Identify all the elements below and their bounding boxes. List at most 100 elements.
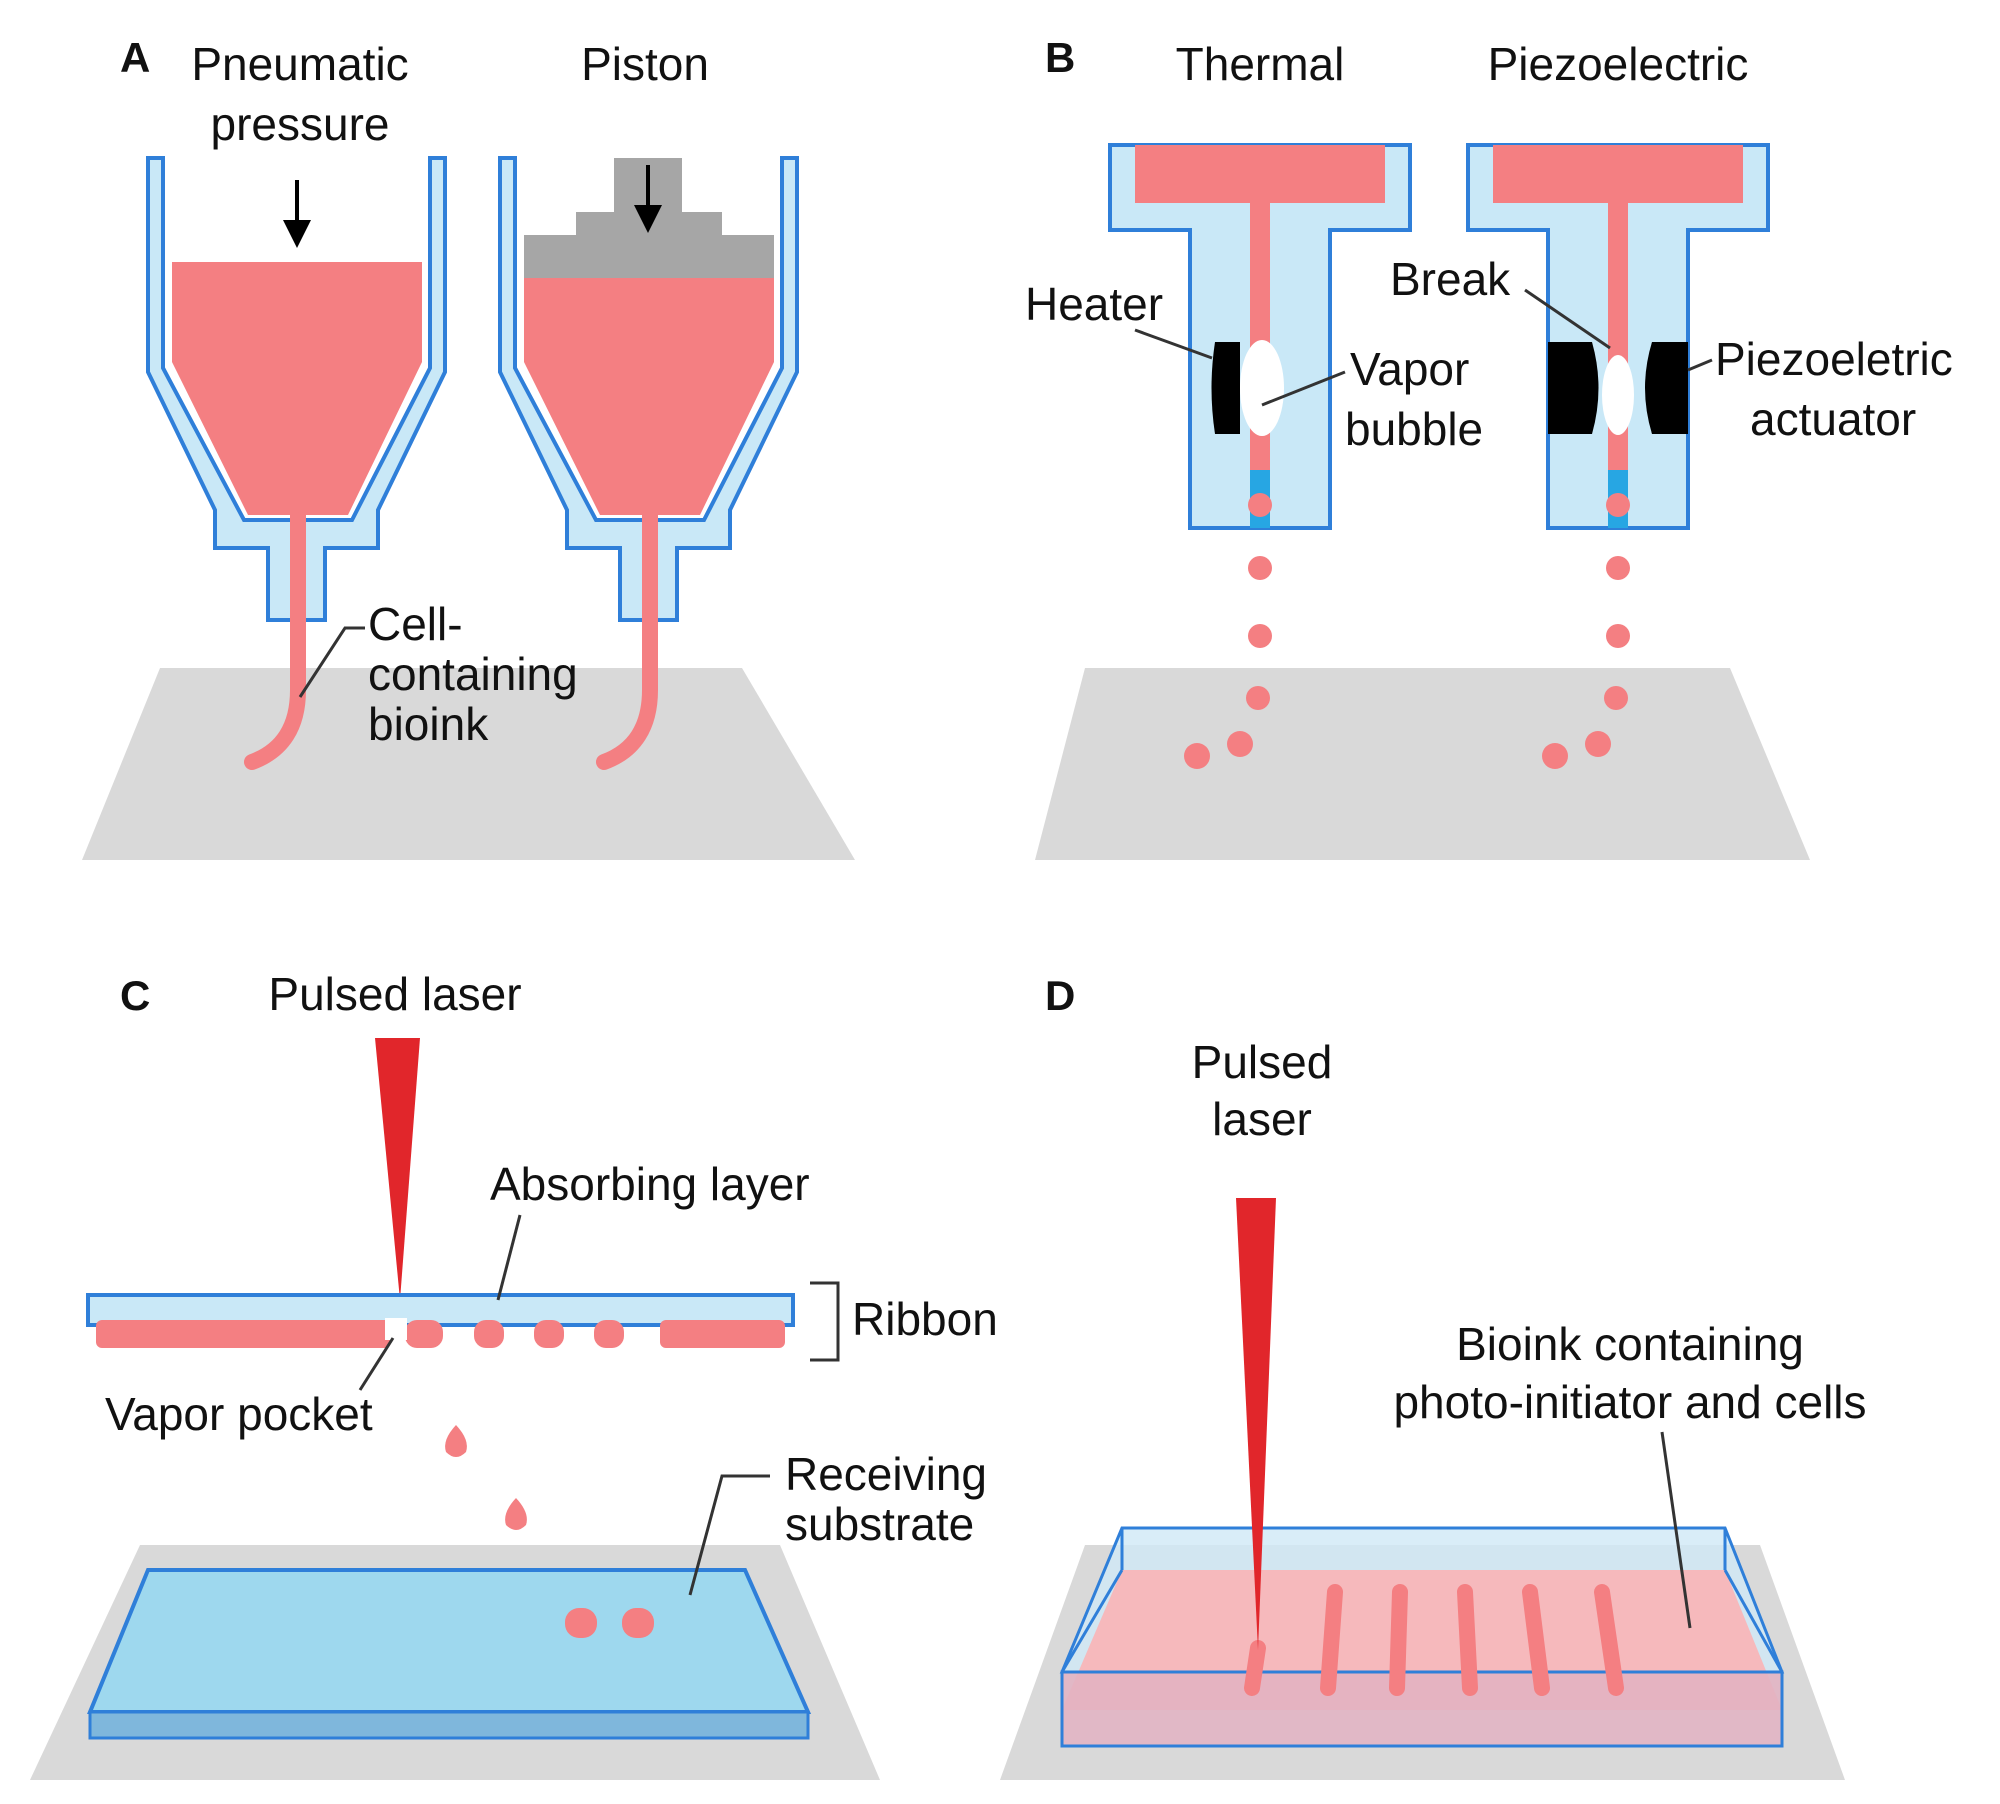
vapor-pocket-label: Vapor pocket [105, 1388, 373, 1440]
bioink-d-leader-line [1660, 1431, 1692, 1629]
crosslinked-strand [1320, 1584, 1343, 1696]
bioink-d-label-line2: photo-initiator and cells [1393, 1376, 1866, 1428]
laser-beam-d [1236, 1198, 1276, 1650]
pneumatic-title-line1: Pneumatic [191, 38, 408, 90]
bioink-label-line1: Cell- [368, 598, 463, 650]
piston-nozzle-body [498, 156, 799, 622]
piezo-actuator-right-icon [1645, 342, 1688, 434]
ribbon-bracket [810, 1281, 840, 1362]
heater-leader-line [1134, 328, 1213, 360]
piezo-nozzle-droplet [1606, 493, 1630, 517]
stage-b [1035, 668, 1810, 860]
laser-c-label: Pulsed laser [268, 968, 521, 1020]
thermal-head [1108, 143, 1412, 769]
receiving-substrate-top [87, 1568, 812, 1714]
piezo-droplet [1606, 624, 1630, 648]
piezo-actuator-left-icon [1548, 342, 1599, 434]
vapor-leader-line [1261, 370, 1346, 407]
piezo-title: Piezoelectric [1488, 38, 1749, 90]
ejected-droplet [445, 1425, 467, 1457]
heater-icon [1211, 342, 1240, 434]
ribbon-bioink-right [660, 1320, 785, 1348]
thermal-droplet [1248, 624, 1272, 648]
piston-bioink-strand [596, 512, 658, 770]
absorbing-leader-line [496, 1214, 522, 1301]
break-label: Break [1390, 253, 1511, 305]
piezo-reservoir [1493, 145, 1743, 203]
ribbon-bioink-segment [405, 1320, 443, 1348]
ribbon-label: Ribbon [852, 1293, 998, 1345]
thermal-deposited-droplet [1184, 743, 1210, 769]
ribbon-bioink-segment [534, 1320, 564, 1348]
tank-edge [1723, 1569, 1784, 1673]
pneumatic-title-line2: pressure [211, 98, 390, 150]
vapor-label-line2: bubble [1345, 403, 1483, 455]
piston-syringe [498, 156, 799, 770]
tank-edge [1060, 1569, 1124, 1673]
vapor-label-line1: Vapor [1350, 343, 1469, 395]
vapor-pocket-leader-line [358, 1337, 395, 1391]
bioink-label-line2: containing [368, 648, 578, 700]
thermal-reservoir [1135, 145, 1385, 203]
crosslinked-strand [1389, 1584, 1408, 1696]
substrate-label-line2: substrate [785, 1498, 974, 1550]
piston-bioink [524, 278, 774, 540]
bioink-label-line3: bioink [368, 698, 489, 750]
piezo-deposited-droplet [1542, 743, 1568, 769]
thermal-nozzle-droplet [1248, 493, 1272, 517]
stage-a [82, 668, 855, 860]
absorbing-label: Absorbing layer [490, 1158, 810, 1210]
break-leader-line [1524, 288, 1611, 350]
panel-a-letter: A [120, 34, 150, 81]
panel-b: B Thermal Piezoelectric Heater Vapor bub… [1025, 34, 1953, 860]
laser-beam-c [375, 1038, 420, 1300]
pneumatic-bioink-strand [244, 512, 306, 770]
vapor-bubble [1240, 340, 1284, 436]
laser-d-label-line2: laser [1212, 1093, 1312, 1145]
panel-d: D Pulsed laser Bioink containing photo-i… [1000, 972, 1867, 1780]
thermal-deposited-droplet [1227, 731, 1253, 757]
panel-c: C Pulsed laser Absorbing layer Ribbon Va… [30, 968, 998, 1780]
ribbon-bioink-left [96, 1320, 391, 1348]
actuator-leader-line [1687, 358, 1713, 372]
piezo-break-gap [1602, 355, 1634, 435]
bioink-tank-front [1060, 1670, 1784, 1748]
deposited-droplet [565, 1608, 597, 1638]
bioink-d-label-line1: Bioink containing [1456, 1318, 1804, 1370]
ribbon-bioink-segment [594, 1320, 624, 1348]
panel-a: A Pneumatic pressure Piston Cell- contai… [82, 34, 855, 860]
panel-d-letter: D [1045, 972, 1075, 1019]
actuator-label-line1: Piezoeletric [1715, 333, 1953, 385]
pneumatic-nozzle-body [146, 156, 447, 622]
heater-label: Heater [1025, 278, 1163, 330]
crosslinked-strand [1522, 1584, 1550, 1696]
piezo-deposited-droplet [1585, 731, 1611, 757]
actuator-label-line2: actuator [1750, 393, 1916, 445]
ejected-droplet [505, 1498, 527, 1530]
thermal-droplet [1246, 686, 1270, 710]
pneumatic-bioink [172, 262, 422, 540]
piezo-head [1466, 143, 1770, 769]
piston-title: Piston [581, 38, 709, 90]
piezo-droplet [1604, 686, 1628, 710]
laser-d-label-line1: Pulsed [1192, 1036, 1333, 1088]
panel-c-letter: C [120, 972, 150, 1019]
piston-arrow-icon [634, 205, 662, 233]
receiving-substrate-edge [88, 1710, 810, 1740]
substrate-leader-line [688, 1474, 770, 1596]
ribbon-bioink-segment [474, 1320, 504, 1348]
vapor-pocket [385, 1318, 407, 1340]
pneumatic-syringe [146, 156, 447, 770]
thermal-droplet [1248, 556, 1272, 580]
substrate-label-line1: Receiving [785, 1448, 987, 1500]
deposited-droplet [622, 1608, 654, 1638]
piezo-droplet [1606, 556, 1630, 580]
thermal-title: Thermal [1176, 38, 1345, 90]
crosslinked-strand [1457, 1584, 1478, 1696]
pneumatic-pressure-arrow-icon [283, 220, 311, 248]
crosslinked-strand [1244, 1640, 1266, 1696]
crosslinked-strand [1594, 1584, 1624, 1696]
panel-b-letter: B [1045, 34, 1075, 81]
bioink-leader-line [298, 626, 365, 698]
